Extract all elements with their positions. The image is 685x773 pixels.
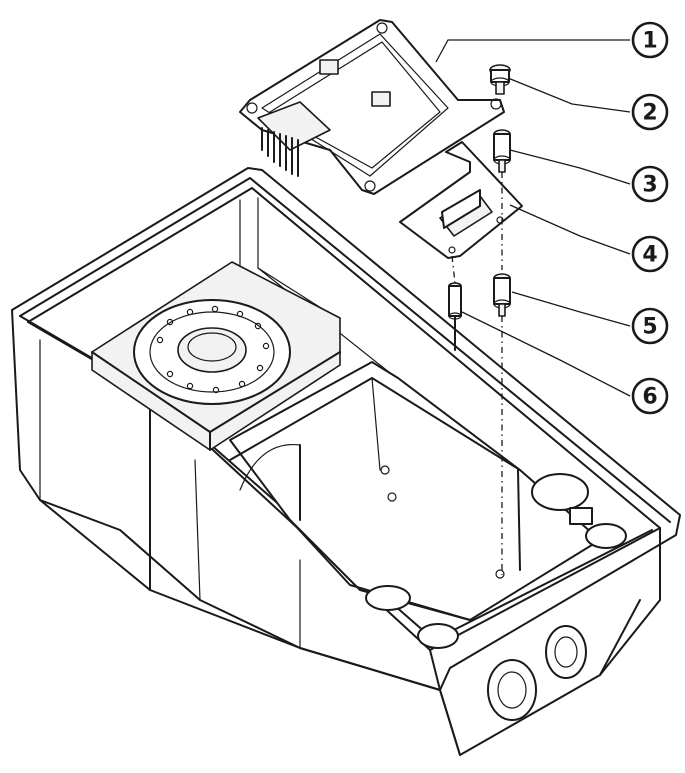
- standoff-upper: [493, 129, 511, 173]
- flange-holes: [156, 305, 270, 394]
- circuit-board: [239, 19, 505, 195]
- callout-label: 5: [642, 315, 657, 340]
- callout-label: 4: [642, 243, 657, 268]
- ribbon-cable: [261, 127, 299, 177]
- callout-3: 3: [631, 165, 669, 203]
- connector-board: [399, 141, 523, 259]
- housing: [11, 167, 681, 756]
- standoff-lower: [493, 273, 511, 317]
- leader-lines: [435, 39, 631, 397]
- pin: [448, 282, 462, 351]
- callout-label: 3: [642, 173, 657, 198]
- callout-label: 2: [642, 101, 657, 126]
- cable-entries: [487, 625, 587, 721]
- screw: [489, 64, 511, 95]
- callout-1: 1: [631, 21, 669, 59]
- callout-2: 2: [631, 93, 669, 131]
- callout-5: 5: [631, 307, 669, 345]
- callout-label: 1: [642, 29, 657, 54]
- callout-4: 4: [631, 235, 669, 273]
- assembly-axis: [451, 255, 456, 284]
- callout-6: 6: [631, 377, 669, 415]
- callout-label: 6: [642, 385, 657, 410]
